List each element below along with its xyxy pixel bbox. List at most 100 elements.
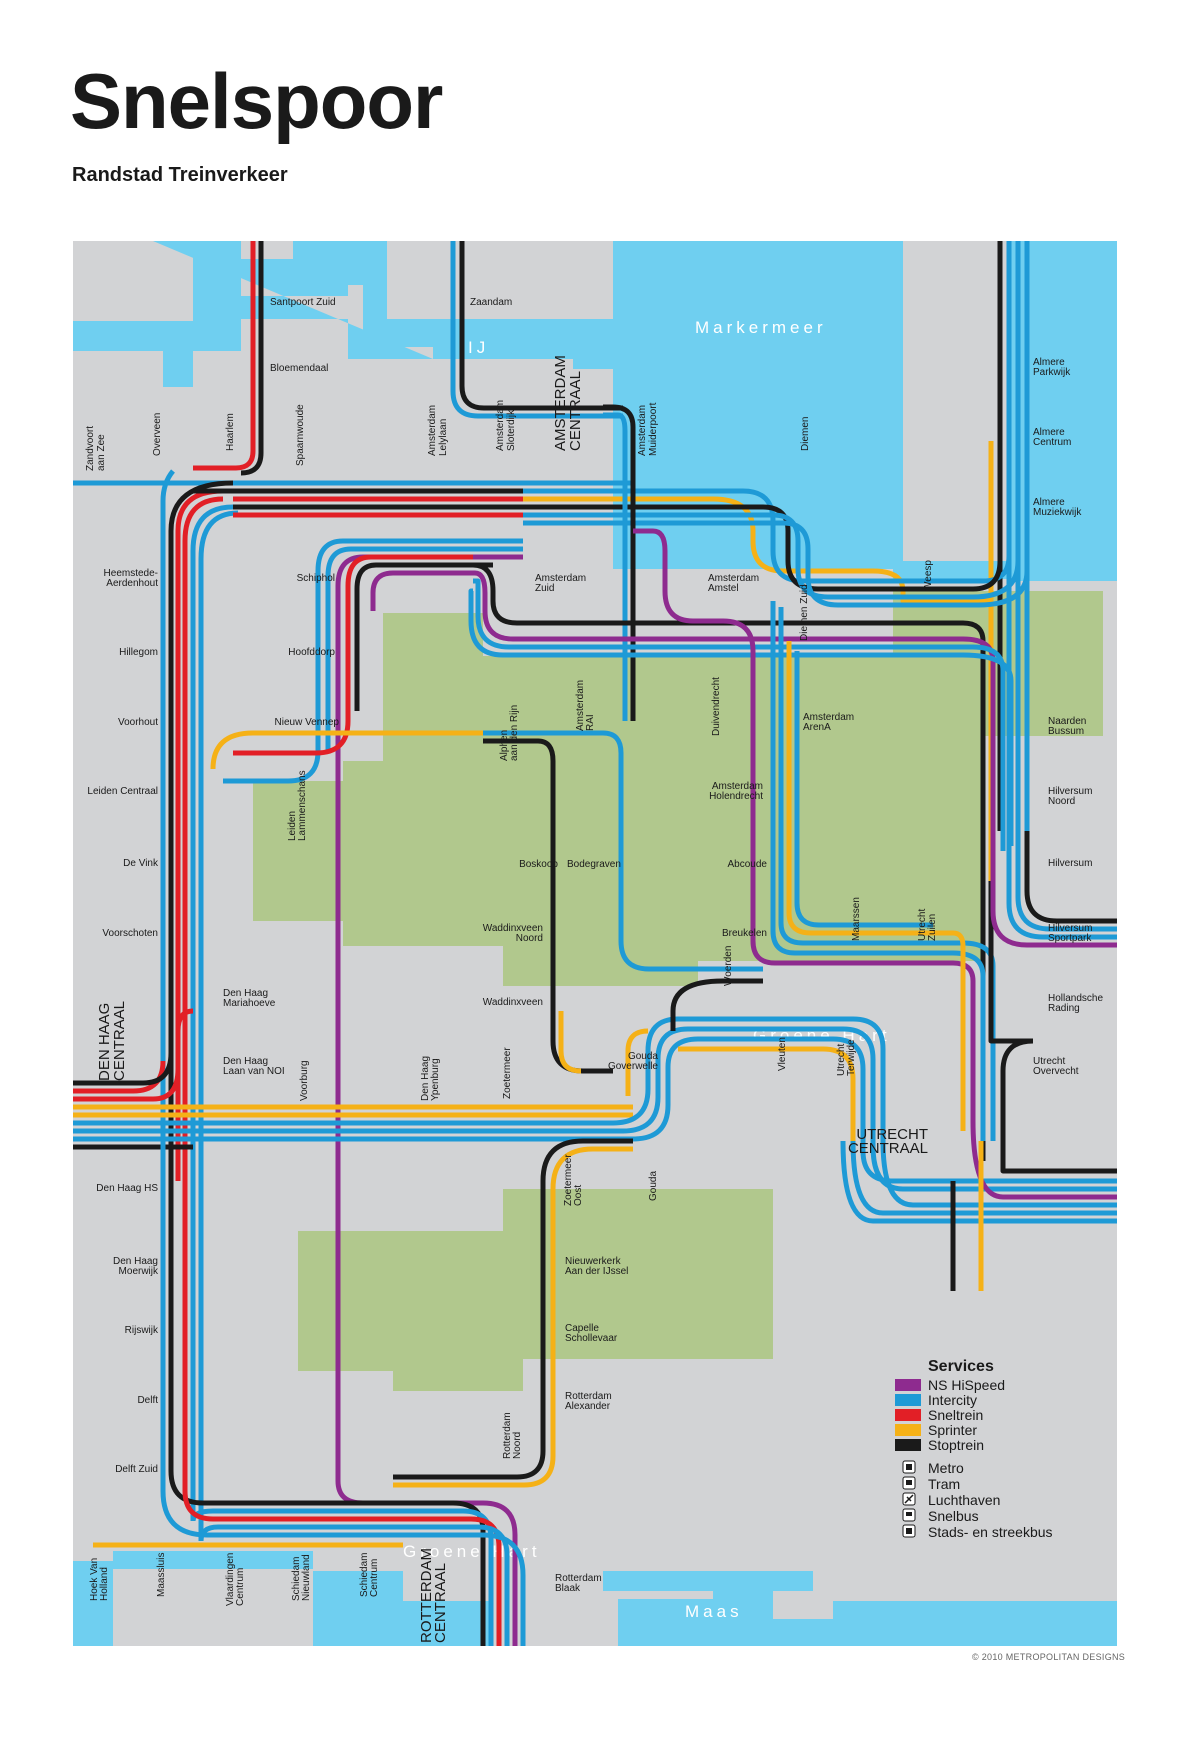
legend-title: Services: [928, 1358, 994, 1375]
utrecht-east-lines: [840, 831, 1117, 1291]
station-breukelen: Breukelen: [722, 928, 767, 939]
station-schiedam-centrum: SchiedamCentrum: [359, 1553, 380, 1597]
station-zoetermeer-oost: ZoetermeerOost: [563, 1154, 584, 1206]
station-overveen: Overveen: [152, 413, 163, 456]
station-maassluis: Maassluis: [156, 1553, 167, 1597]
page-subtitle: Randstad Treinverkeer: [72, 164, 288, 186]
station-weesp: Weesp: [923, 560, 934, 591]
station-spaarnwoude: Spaarnwoude: [295, 404, 306, 466]
legend-label-metro: Metro: [928, 1460, 964, 1476]
station-zoetermeer: Zoetermeer: [502, 1047, 513, 1099]
station-labels: Santpoort Zuid Bloemendaal Zaandam Zandv…: [85, 297, 1103, 1643]
station-hillegom: Hillegom: [119, 647, 158, 658]
legend-label-sneltrein: Sneltrein: [928, 1407, 983, 1423]
station-voorhout: Voorhout: [118, 717, 158, 728]
legend-label-snelbus: Snelbus: [928, 1508, 979, 1524]
station-schiedam-nieuwland: SchiedamNieuwland: [291, 1554, 312, 1601]
station-diemen-zuid: Diemen Zuid: [799, 584, 810, 641]
station-voorburg: Voorburg: [299, 1060, 310, 1101]
gouda-rotterdam-lines: [393, 1138, 633, 1488]
station-hoofddorp: Hoofddorp: [288, 647, 335, 658]
station-voorschoten: Voorschoten: [102, 928, 158, 939]
alphen-loop-lines: [210, 730, 763, 1074]
legend-swatch-hispeed: [895, 1379, 921, 1391]
station-leiden-lammenschans: LeidenLammenschans: [287, 770, 308, 841]
legend-swatch-sprinter: [895, 1424, 921, 1436]
legend-label-intercity: Intercity: [928, 1392, 977, 1408]
station-muiderpoort: AmsterdamMuiderpoort: [637, 402, 659, 456]
station-leiden-centraal: Leiden Centraal: [87, 786, 158, 797]
station-bloemendaal: Bloemendaal: [270, 363, 328, 374]
station-gouda: Gouda: [648, 1171, 659, 1201]
metro-icon: [902, 1460, 916, 1474]
station-delft-zuid: Delft Zuid: [115, 1464, 158, 1475]
haarlem-north-lines: [193, 241, 264, 476]
legend-label-sprinter: Sprinter: [928, 1422, 977, 1438]
station-rotterdam-noord: RotterdamNoord: [502, 1412, 523, 1459]
ij-label: IJ: [468, 338, 489, 357]
zaandam-north-lines: [450, 241, 623, 419]
groene-hart-label-2: Groene Hart: [403, 1542, 541, 1561]
rail-map: Markermeer IJ Groene Hart Groene Hart Ma…: [73, 241, 1117, 1646]
markermeer-label: Markermeer: [695, 318, 827, 337]
copyright: © 2010 METROPOLITAN DESIGNS: [972, 1652, 1126, 1662]
groene-hart-area: [253, 591, 1103, 1391]
station-bodegraven: Bodegraven: [567, 859, 621, 870]
station-vlaardingen-centrum: VlaardingenCentrum: [225, 1553, 246, 1606]
station-den-haag-centraal: DEN HAAGCENTRAAL: [96, 1001, 128, 1081]
legend-label-hispeed: NS HiSpeed: [928, 1377, 1005, 1393]
bus-icon: [902, 1524, 916, 1538]
legend-label-luchthaven: Luchthaven: [928, 1492, 1000, 1508]
station-utrecht-terwijde: UtrechtTerwijde: [836, 1039, 857, 1076]
station-de-vink: De Vink: [123, 858, 159, 869]
station-haarlem: Haarlem: [225, 413, 236, 451]
centraal-east-lines: [523, 404, 1030, 721]
station-amsterdam-rai: AmsterdamRAI: [575, 680, 596, 731]
airport-icon: [902, 1492, 916, 1506]
station-santpoort-zuid: Santpoort Zuid: [270, 297, 336, 308]
station-amsterdam-centraal: AMSTERDAMCENTRAAL: [552, 355, 584, 451]
page-title: Snelspoor: [70, 57, 443, 145]
hispeed-east-lines: [633, 528, 976, 1121]
bus-icon: [902, 1508, 916, 1522]
den-haag-east-west-lines: [73, 1008, 886, 1151]
legend-label-streekbus: Stads- en streekbus: [928, 1524, 1053, 1540]
station-diemen: Diemen: [800, 417, 811, 451]
station-lelylaan: AmsterdamLelylaan: [427, 405, 449, 456]
station-zandvoort: Zandvoortaan Zee: [85, 426, 107, 471]
station-heemstede: Heemstede-Aerdenhout: [104, 568, 159, 589]
station-woerden: Woerden: [723, 946, 734, 986]
legend-swatch-intercity: [895, 1394, 921, 1406]
maas-label: Maas: [685, 1602, 743, 1621]
legend-swatch-stoptrein: [895, 1439, 921, 1451]
station-den-haag-hs: Den Haag HS: [96, 1183, 158, 1194]
station-delft: Delft: [137, 1395, 158, 1406]
station-sloterdijk: AmsterdamSloterdijk: [495, 400, 517, 451]
station-hoek-van-holland: Hoek VanHolland: [89, 1558, 110, 1601]
zuid-east-lines: [453, 562, 1014, 1161]
station-abcoude: Abcoude: [728, 859, 768, 870]
station-duivendrecht: Duivendrecht: [711, 677, 722, 736]
station-zaandam: Zaandam: [470, 297, 512, 308]
legend-label-stoptrein: Stoptrein: [928, 1437, 984, 1453]
station-alphen: Alphenaan den Rijn: [499, 705, 520, 761]
